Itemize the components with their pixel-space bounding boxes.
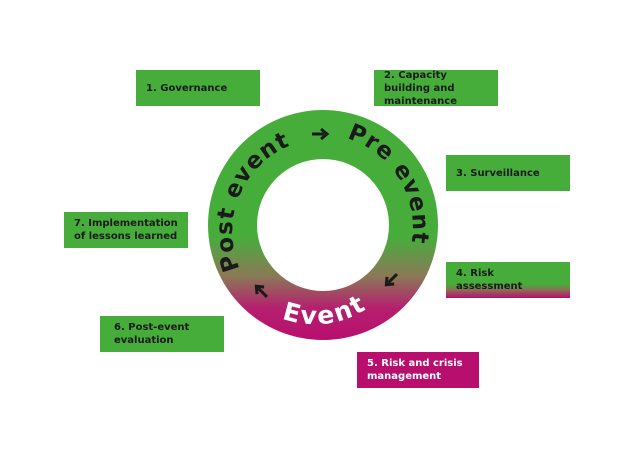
step-6-post-event-evaluation: 6. Post-event evaluation <box>100 316 224 352</box>
cycle-ring <box>208 110 438 340</box>
step-3-label: 3. Surveillance <box>456 167 540 179</box>
step-3-surveillance: 3. Surveillance <box>446 155 570 191</box>
step-4-risk-assessment: 4. Risk assessment <box>446 262 570 298</box>
step-2-capacity-building: 2. Capacity building and maintenance <box>374 69 498 107</box>
step-1-governance: 1. Governance <box>136 70 260 106</box>
step-5-risk-crisis-management: 5. Risk and crisis management <box>357 352 479 388</box>
step-7-implementation-lessons: 7. Implementation of lessons learned <box>64 212 188 248</box>
step-6-label: 6. Post-event evaluation <box>114 322 190 346</box>
step-7-label: 7. Implementation of lessons learned <box>74 218 178 242</box>
step-4-label: 4. Risk assessment <box>456 268 523 292</box>
arrow-right-icon <box>312 127 330 141</box>
step-2-label: 2. Capacity building and maintenance <box>384 69 457 107</box>
arrow-down-left-icon <box>384 272 399 287</box>
arrow-up-left-icon <box>254 284 269 299</box>
step-1-label: 1. Governance <box>146 82 228 94</box>
step-5-label: 5. Risk and crisis management <box>367 358 463 382</box>
